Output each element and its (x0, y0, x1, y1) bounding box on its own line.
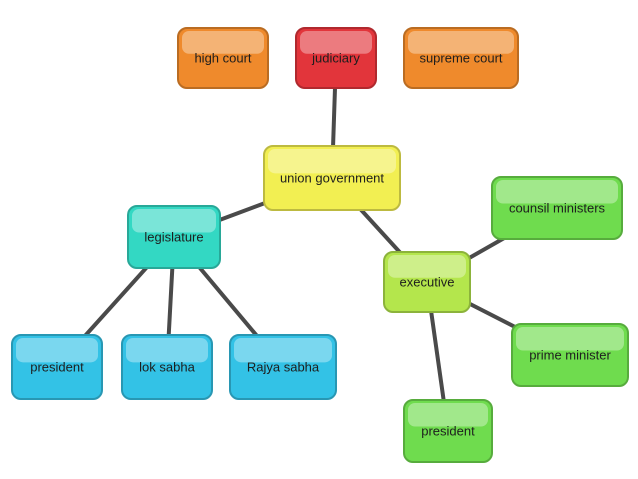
node-executive: executive (383, 251, 471, 313)
node-lok-sabha-box (121, 334, 213, 400)
node-counsil-ministers-gloss (496, 180, 618, 204)
node-rajya-sabha-gloss (234, 338, 332, 363)
node-president-executive-label: president (421, 424, 475, 439)
node-legislature-label: legislature (144, 230, 203, 245)
node-supreme-court-label: supreme court (419, 51, 502, 66)
node-president-legislature: president (11, 334, 103, 400)
node-legislature-gloss (132, 209, 216, 233)
node-president-legislature-gloss (16, 338, 98, 363)
node-rajya-sabha-box (229, 334, 337, 400)
node-prime-minister-gloss (516, 327, 624, 351)
node-high-court: high court (177, 27, 269, 89)
node-prime-minister-label: prime minister (529, 348, 611, 363)
node-judiciary-label: judiciary (311, 51, 360, 66)
node-supreme-court: supreme court (403, 27, 519, 89)
node-judiciary-box (295, 27, 377, 89)
node-high-court-box (177, 27, 269, 89)
node-executive-label: executive (400, 275, 455, 290)
node-union-government-label: union government (280, 171, 384, 186)
node-president-executive: president (403, 399, 493, 463)
node-lok-sabha-gloss (126, 338, 208, 363)
node-union-government-gloss (268, 149, 396, 174)
node-counsil-ministers-label: counsil ministers (509, 201, 606, 216)
node-judiciary-gloss (300, 31, 372, 54)
node-rajya-sabha-label: Rajya sabha (247, 360, 320, 375)
node-executive-box (383, 251, 471, 313)
node-counsil-ministers-box (491, 176, 623, 240)
node-supreme-court-gloss (408, 31, 514, 54)
node-president-legislature-box (11, 334, 103, 400)
node-legislature: legislature (127, 205, 221, 269)
node-lok-sabha-label: lok sabha (139, 360, 195, 375)
node-lok-sabha: lok sabha (121, 334, 213, 400)
node-legislature-box (127, 205, 221, 269)
node-rajya-sabha: Rajya sabha (229, 334, 337, 400)
node-counsil-ministers: counsil ministers (491, 176, 623, 240)
node-high-court-label: high court (194, 51, 251, 66)
node-union-government: union government (263, 145, 401, 211)
node-union-government-box (263, 145, 401, 211)
node-high-court-gloss (182, 31, 264, 54)
node-prime-minister: prime minister (511, 323, 629, 387)
node-judiciary: judiciary (295, 27, 377, 89)
node-supreme-court-box (403, 27, 519, 89)
node-president-executive-box (403, 399, 493, 463)
node-executive-gloss (388, 255, 466, 278)
node-president-executive-gloss (408, 403, 488, 427)
node-prime-minister-box (511, 323, 629, 387)
node-president-legislature-label: president (30, 360, 84, 375)
